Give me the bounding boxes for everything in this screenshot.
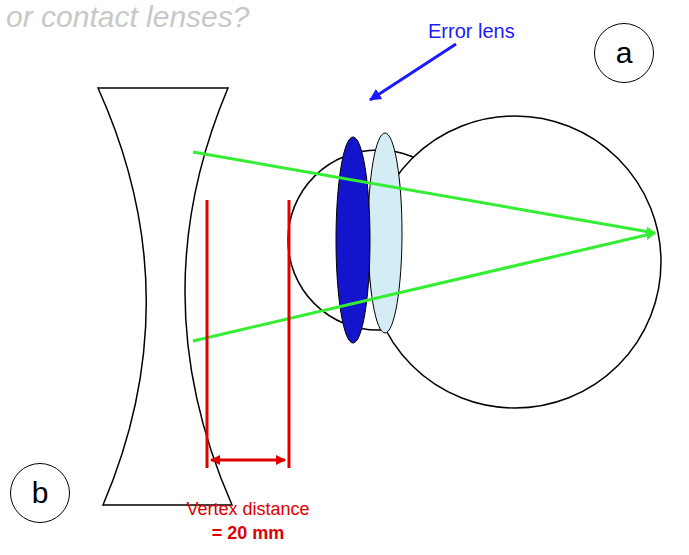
part-label: Error lens	[428, 20, 515, 42]
dimension-value: = 20 mm	[212, 524, 285, 544]
eye-lens	[368, 133, 402, 333]
vertex-line	[288, 200, 291, 468]
title-text: or contact lenses?	[6, 0, 249, 33]
callout-letter: b	[32, 478, 49, 508]
light-ray	[193, 152, 655, 233]
vertex-line	[206, 200, 209, 468]
dimension-label: Vertex distance	[186, 500, 309, 520]
callout-circle: b	[10, 463, 70, 523]
leader-arrow	[370, 44, 456, 100]
light-ray	[193, 233, 655, 341]
eyeball	[369, 116, 661, 408]
callout-letter: a	[616, 38, 633, 68]
dimension-arrow	[211, 459, 285, 462]
error-lens	[336, 137, 370, 343]
callout-circle: a	[594, 23, 654, 83]
concave-lens	[98, 88, 232, 505]
